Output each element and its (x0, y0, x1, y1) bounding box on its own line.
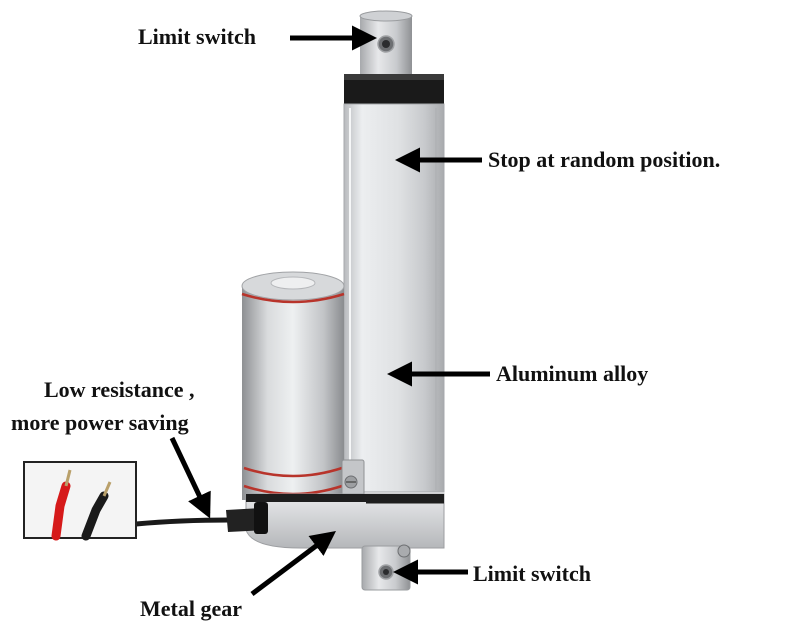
top-collar (344, 74, 444, 104)
label-stop-position: Stop at random position. (488, 147, 721, 172)
label-metal-gear: Metal gear (140, 596, 242, 621)
label-bottom-limit-switch: Limit switch (473, 561, 591, 586)
arrow-metal-gear (250, 531, 336, 596)
label-aluminum-alloy: Aluminum alloy (496, 361, 649, 386)
label-low-resistance-line1: Low resistance , (44, 377, 195, 402)
gearbox-base (245, 493, 445, 549)
motor-cylinder (241, 271, 345, 500)
bottom-clevis (361, 544, 411, 591)
power-cable (135, 502, 268, 534)
top-rod (359, 10, 413, 80)
side-bracket (341, 459, 365, 497)
label-low-resistance-line2: more power saving (11, 410, 189, 435)
label-top-limit-switch: Limit switch (138, 24, 256, 49)
wire-inset (23, 461, 137, 541)
aluminum-tube (343, 103, 445, 493)
arrow-low-resistance (169, 436, 211, 519)
